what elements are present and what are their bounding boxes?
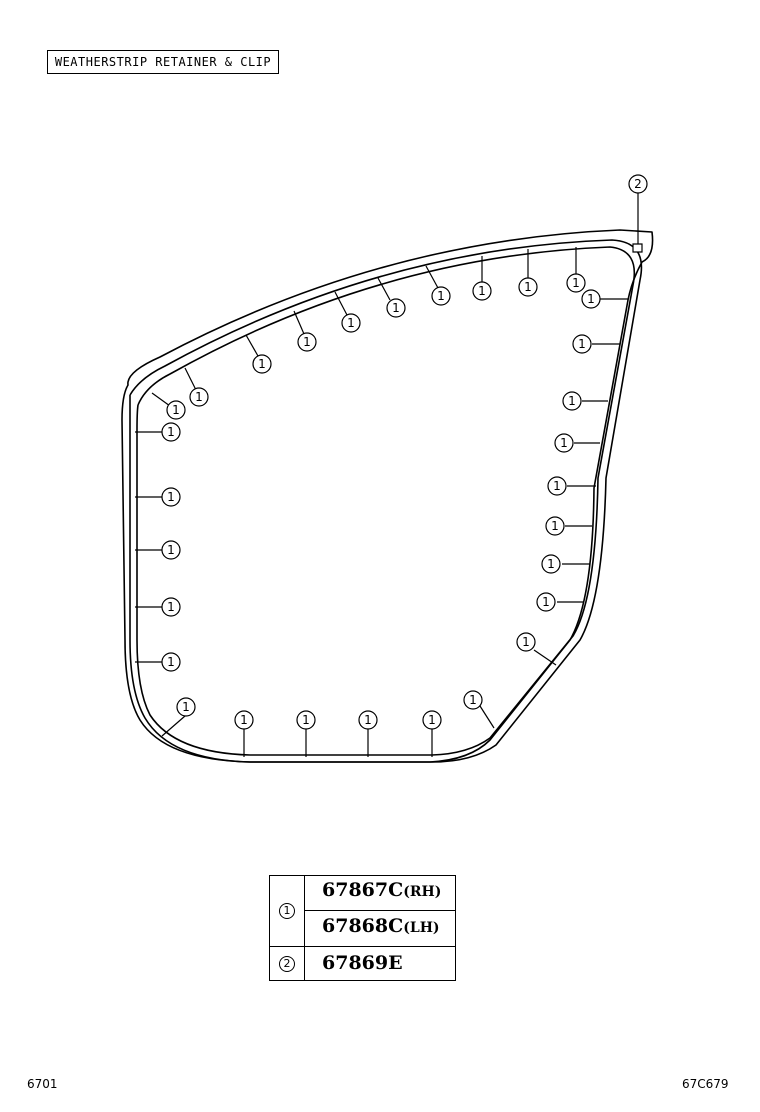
callout-clip-1: 1 <box>161 487 181 507</box>
callout-clip-1: 1 <box>547 476 567 496</box>
svg-text:1: 1 <box>524 280 532 294</box>
part-number-row: 67869E <box>322 952 403 974</box>
svg-text:1: 1 <box>587 292 595 306</box>
callout-clip-1: 1 <box>422 710 442 730</box>
retainer-clip <box>632 243 643 253</box>
part-number-row: 67868C(LH) <box>322 915 440 937</box>
callout-clip-1: 1 <box>545 516 565 536</box>
svg-text:1: 1 <box>364 713 372 727</box>
svg-text:1: 1 <box>578 337 586 351</box>
callout-clip-1: 1 <box>463 690 483 710</box>
callout-clip-1: 1 <box>562 391 582 411</box>
callout-clip-1: 1 <box>541 554 561 574</box>
callout-clip-1: 1 <box>472 281 492 301</box>
svg-text:1: 1 <box>522 635 530 649</box>
callout-clip-1: 1 <box>581 289 601 309</box>
svg-text:2: 2 <box>634 177 642 191</box>
svg-text:1: 1 <box>303 335 311 349</box>
svg-text:1: 1 <box>195 390 203 404</box>
callout-clip-1: 1 <box>234 710 254 730</box>
callout-clip-1: 1 <box>252 354 272 374</box>
svg-text:1: 1 <box>572 276 580 290</box>
svg-text:1: 1 <box>551 519 559 533</box>
door-outline-outer <box>121 229 654 763</box>
footer-page-code: 6701 <box>27 1077 58 1091</box>
svg-text:1: 1 <box>437 289 445 303</box>
footer-diagram-code: 67C679 <box>682 1077 729 1091</box>
svg-text:1: 1 <box>469 693 477 707</box>
diagram-title: WEATHERSTRIP RETAINER & CLIP <box>47 50 279 74</box>
svg-text:1: 1 <box>172 403 180 417</box>
callout-clip-1: 1 <box>296 710 316 730</box>
callout-clip-1: 1 <box>189 387 209 407</box>
svg-text:1: 1 <box>167 425 175 439</box>
svg-text:1: 1 <box>167 600 175 614</box>
callout-clip-1: 1 <box>386 298 406 318</box>
weatherstrip-outer <box>129 239 643 763</box>
parts-legend-table: 1 2 67867C(RH) 67868C(LH) 67869E <box>269 875 456 981</box>
legend-callout-1: 1 <box>279 903 295 919</box>
callout-clip-1: 1 <box>566 273 586 293</box>
callout-clip-1: 1 <box>161 597 181 617</box>
svg-text:1: 1 <box>167 543 175 557</box>
legend-callout-2: 2 <box>279 956 295 972</box>
svg-text:1: 1 <box>258 357 266 371</box>
svg-text:1: 1 <box>392 301 400 315</box>
svg-text:1: 1 <box>167 490 175 504</box>
callout-clip-1: 1 <box>358 710 378 730</box>
svg-text:1: 1 <box>240 713 248 727</box>
svg-text:1: 1 <box>167 655 175 669</box>
svg-text:1: 1 <box>542 595 550 609</box>
svg-text:1: 1 <box>560 436 568 450</box>
callout-clip-1: 1 <box>431 286 451 306</box>
svg-text:1: 1 <box>568 394 576 408</box>
callout-clip-1: 1 <box>536 592 556 612</box>
svg-text:1: 1 <box>182 700 190 714</box>
svg-text:1: 1 <box>347 316 355 330</box>
callout-clip-1: 1 <box>518 277 538 297</box>
svg-text:1: 1 <box>478 284 486 298</box>
callout-clip-1: 1 <box>554 433 574 453</box>
callout-clip-1: 1 <box>341 313 361 333</box>
svg-text:1: 1 <box>302 713 310 727</box>
callout-retainer-2: 2 <box>628 174 648 194</box>
callout-clip-1: 1 <box>166 400 186 420</box>
svg-text:1: 1 <box>428 713 436 727</box>
callout-clip-1: 1 <box>176 697 196 717</box>
svg-text:1: 1 <box>553 479 561 493</box>
callout-clip-1: 1 <box>297 332 317 352</box>
callout-clip-1: 1 <box>161 422 181 442</box>
callout-clip-1: 1 <box>161 652 181 672</box>
weatherstrip-inner <box>136 246 635 756</box>
callout-clip-1: 1 <box>572 334 592 354</box>
callout-clip-1: 1 <box>161 540 181 560</box>
part-number-row: 67867C(RH) <box>322 879 442 901</box>
callout-clip-1: 1 <box>516 632 536 652</box>
svg-text:1: 1 <box>547 557 555 571</box>
